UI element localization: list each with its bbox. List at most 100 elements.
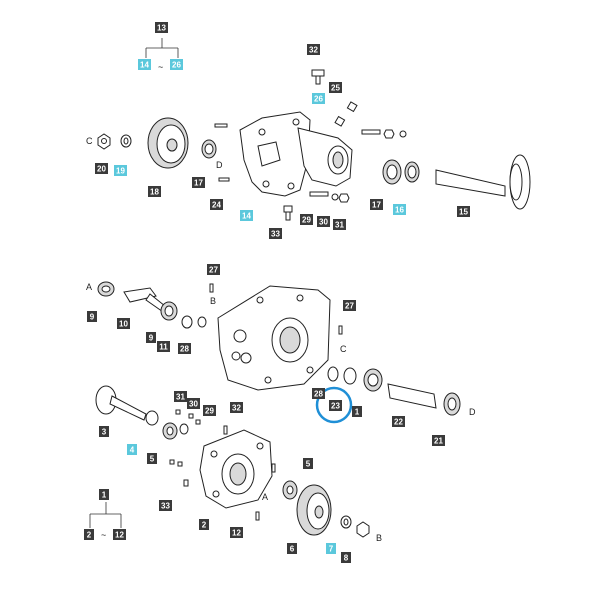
callout-label: 31 xyxy=(176,393,185,402)
bearing-9-b xyxy=(160,301,178,321)
callout-label: 26 xyxy=(172,61,181,70)
callout-label: 30 xyxy=(189,400,198,409)
callout-tag-12: 12 xyxy=(113,529,126,540)
letter-c-top: C xyxy=(86,136,93,146)
pin-27-a xyxy=(209,283,214,293)
callout-tag-9: 9 xyxy=(87,311,97,322)
callout-label: 29 xyxy=(302,216,311,225)
callout-tag-33: 33 xyxy=(159,500,172,511)
callout-tag-2: 2 xyxy=(84,529,94,540)
callout-tag-32: 32 xyxy=(307,44,320,55)
callout-tag-7: 7 xyxy=(326,543,336,554)
callout-label: 15 xyxy=(459,208,468,217)
callout-tag-14: 14 xyxy=(138,59,151,70)
callout-label: 6 xyxy=(290,545,295,554)
callout-tag-4: 4 xyxy=(127,444,137,455)
callout-label: 28 xyxy=(180,345,189,354)
gear-6 xyxy=(296,484,332,536)
callout-tag-24: 24 xyxy=(210,199,223,210)
callout-label: 9 xyxy=(149,334,154,343)
callout-tag-27: 27 xyxy=(343,300,356,311)
callout-label: 14 xyxy=(140,61,149,70)
nut-31-top xyxy=(338,193,350,203)
nut-20 xyxy=(97,133,111,150)
ring-28-b xyxy=(327,366,339,382)
callout-label: 12 xyxy=(232,529,241,538)
housing-1 xyxy=(217,285,331,391)
callout-label: 8 xyxy=(344,554,349,563)
washer-19 xyxy=(120,134,132,148)
callout-tag-29: 29 xyxy=(203,405,216,416)
callout-tag-30: 30 xyxy=(317,216,330,227)
callout-tag-10: 10 xyxy=(117,318,130,329)
callout-label: 18 xyxy=(150,188,159,197)
callout-tag-26: 26 xyxy=(170,59,183,70)
callout-label: 32 xyxy=(232,404,241,413)
callout-tag-20: 20 xyxy=(95,163,108,174)
callout-tag-15: 15 xyxy=(457,206,470,217)
callout-label: 30 xyxy=(319,218,328,227)
callout-tag-12: 12 xyxy=(230,527,243,538)
callout-tag-6: 6 xyxy=(287,543,297,554)
washer-30-top xyxy=(331,193,339,201)
highlight-ring-23 xyxy=(315,386,353,424)
callout-tag-21: 21 xyxy=(432,435,445,446)
housing-2 xyxy=(199,429,273,509)
callout-tag-23: 23 xyxy=(329,400,342,411)
callout-label: 9 xyxy=(90,313,95,322)
callout-label: 27 xyxy=(345,302,354,311)
letter-b-bot: B xyxy=(376,533,382,543)
callout-tag-5: 5 xyxy=(303,458,313,469)
callout-tag-31: 31 xyxy=(333,219,346,230)
letter-c-mid: C xyxy=(340,344,347,354)
callout-tag-5: 5 xyxy=(147,453,157,464)
callout-tag-31: 31 xyxy=(174,391,187,402)
letter-d-top: D xyxy=(216,160,223,170)
callout-label: 3 xyxy=(102,428,107,437)
callout-label: 7 xyxy=(329,545,334,554)
callout-label: 5 xyxy=(306,460,311,469)
callout-tag-1: 1 xyxy=(99,489,109,500)
gear-18 xyxy=(147,117,189,169)
axle-15 xyxy=(435,154,531,210)
callout-label: 33 xyxy=(161,502,170,511)
callout-tag-25: 25 xyxy=(329,82,342,93)
pin-29-top xyxy=(309,191,329,197)
callout-tag-11: 11 xyxy=(157,341,170,352)
pin-row-top xyxy=(361,129,407,139)
callout-label: 23 xyxy=(331,402,340,411)
ring-28-a xyxy=(181,315,207,329)
callout-label: 2 xyxy=(87,531,92,540)
group-bracket-1 xyxy=(89,502,122,528)
callout-label: 14 xyxy=(242,212,251,221)
bearing-5-b xyxy=(282,480,298,500)
tilde-bottom: ~ xyxy=(101,530,106,540)
callout-label: 24 xyxy=(212,201,221,210)
callout-label: 32 xyxy=(309,46,318,55)
callout-tag-28: 28 xyxy=(178,343,191,354)
callout-label: 11 xyxy=(159,343,168,352)
tilde-top: ~ xyxy=(158,62,163,72)
ring-near-5 xyxy=(179,423,189,435)
ring-23 xyxy=(343,367,357,385)
pin-27-b xyxy=(338,325,343,335)
bolt-33-top xyxy=(283,205,293,221)
seal-4 xyxy=(145,410,159,426)
callout-label: 19 xyxy=(116,167,125,176)
callout-label: 27 xyxy=(209,266,218,275)
callout-tag-9: 9 xyxy=(146,332,156,343)
callout-tag-14: 14 xyxy=(240,210,253,221)
callout-label: 16 xyxy=(395,206,404,215)
callout-label: 29 xyxy=(205,407,214,416)
callout-tag-26: 26 xyxy=(312,93,325,104)
callout-tag-19: 19 xyxy=(114,165,127,176)
housing-14 xyxy=(239,111,353,197)
pin-26-top xyxy=(334,101,358,127)
callout-label: 33 xyxy=(271,230,280,239)
callout-tag-33: 33 xyxy=(269,228,282,239)
callout-label: 1 xyxy=(355,408,360,417)
callout-tag-32: 32 xyxy=(230,402,243,413)
bearing-17-right xyxy=(382,159,402,185)
callout-label: 10 xyxy=(119,320,128,329)
